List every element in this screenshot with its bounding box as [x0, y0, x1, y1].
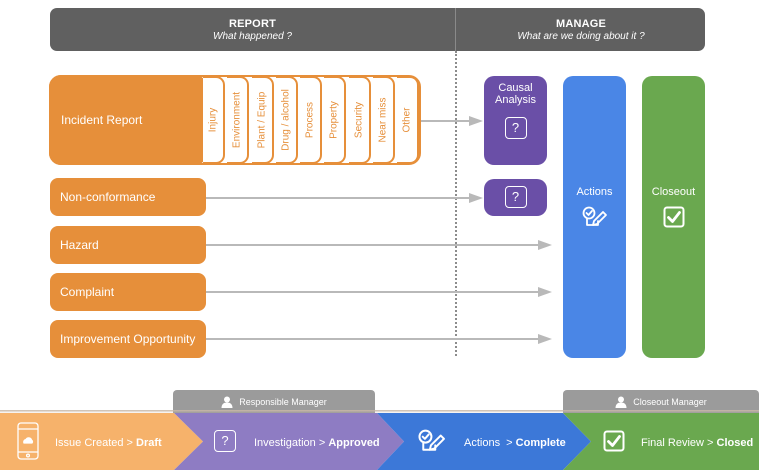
report-title: REPORT: [228, 18, 277, 30]
workflow-segment-approved: [174, 413, 404, 470]
step-label: Issue Created >: [55, 437, 137, 449]
workflow-segment-closed: [563, 413, 759, 470]
step-label: Actions >: [464, 437, 516, 449]
category-label: Near miss: [377, 97, 389, 143]
actions-edit-icon: [563, 206, 626, 233]
complaint-box[interactable]: Complaint: [50, 273, 206, 311]
mobile-cloud-icon: [17, 422, 39, 465]
actions-label: Actions: [576, 186, 613, 198]
manage-subtitle: What are we doing about it ?: [517, 31, 645, 42]
workflow-step-closed[interactable]: Final Review > Closed: [641, 437, 753, 449]
category-drug-alcohol[interactable]: Drug / alcohol: [275, 76, 298, 164]
arrow-head-icon: [538, 287, 552, 297]
status-label: Complete: [515, 437, 566, 449]
question-icon: ?: [214, 430, 236, 452]
arrow-head-icon: [538, 334, 552, 344]
workflow-segment-draft: [0, 413, 203, 470]
category-label: Process: [304, 101, 316, 139]
non-conformance-box[interactable]: Non-conformance: [50, 178, 206, 216]
responsible-manager-label: Responsible Manager: [239, 396, 327, 407]
closeout-manager-label: Closeout Manager: [633, 396, 707, 407]
actions-edit-icon: [416, 429, 448, 458]
workflow-step-complete[interactable]: Actions > Complete: [464, 437, 566, 449]
category-label: Plant / Equip: [256, 91, 268, 149]
manage-header: MANAGE What are we doing about it ?: [455, 8, 706, 51]
user-icon: [221, 396, 233, 408]
category-label: Injury: [207, 107, 219, 133]
improvement-opportunity-box[interactable]: Improvement Opportunity: [50, 320, 206, 358]
category-injury[interactable]: Injury: [203, 76, 225, 164]
category-label: Property: [328, 101, 340, 139]
report-manage-divider: [455, 51, 457, 356]
non-conformance-label: Non-conformance: [60, 190, 156, 204]
status-label: Draft: [136, 437, 162, 449]
user-icon: [615, 396, 627, 408]
workflow-segment-complete: [377, 413, 591, 470]
category-label: Drug / alcohol: [280, 89, 292, 151]
causal-analysis-line2: Analysis: [495, 94, 536, 106]
question-glyph: ?: [214, 430, 236, 452]
arrow-complaint-to-actions: [206, 291, 540, 293]
status-label: Closed: [716, 437, 754, 449]
closeout-label: Closeout: [651, 186, 696, 198]
category-other[interactable]: Other: [397, 76, 420, 164]
category-process[interactable]: Process: [300, 76, 323, 164]
category-label: Environment: [231, 91, 243, 149]
report-header: REPORT What happened ?: [50, 8, 455, 51]
arrow-head-icon: [538, 240, 552, 250]
nc-analysis-box[interactable]: ?: [484, 179, 547, 216]
category-property[interactable]: Property: [324, 76, 347, 164]
category-environment[interactable]: Environment: [227, 76, 250, 164]
manage-title: MANAGE: [555, 18, 607, 30]
causal-analysis-box[interactable]: Causal Analysis ?: [484, 76, 547, 165]
category-security[interactable]: Security: [348, 76, 371, 164]
workflow-step-draft[interactable]: Issue Created > Draft: [55, 437, 162, 449]
step-label: Final Review >: [641, 437, 717, 449]
responsible-manager-tab: Responsible Manager: [173, 390, 375, 413]
strip-shadow: [0, 410, 759, 413]
actions-column[interactable]: Actions: [563, 76, 626, 358]
category-plant-equip[interactable]: Plant / Equip: [251, 76, 274, 164]
hazard-label: Hazard: [60, 238, 99, 252]
improvement-opportunity-label: Improvement Opportunity: [60, 332, 196, 346]
complaint-label: Complaint: [60, 285, 115, 299]
report-subtitle: What happened ?: [213, 31, 292, 42]
incident-report-label: Incident Report: [61, 113, 143, 127]
category-label: Security: [353, 101, 365, 139]
hazard-box[interactable]: Hazard: [50, 226, 206, 264]
category-label: Other: [401, 107, 413, 133]
arrow-nc-to-analysis: [206, 197, 471, 199]
question-icon: ?: [504, 117, 527, 139]
checkbox-icon: [603, 430, 625, 457]
arrow-improvement-to-actions: [206, 338, 540, 340]
closeout-manager-tab: Closeout Manager: [563, 390, 759, 413]
arrow-hazard-to-actions: [206, 244, 540, 246]
incident-categories: Injury Environment Plant / Equip Drug / …: [203, 76, 422, 164]
status-label: Approved: [328, 437, 380, 449]
closeout-column[interactable]: Closeout: [642, 76, 705, 358]
checkbox-icon: [642, 206, 705, 233]
question-icon: ?: [504, 186, 527, 208]
incident-report-box[interactable]: Incident Report: [49, 75, 207, 165]
arrow-head-icon: [469, 116, 483, 126]
header-bar: REPORT What happened ? MANAGE What are w…: [50, 8, 705, 51]
arrow-head-icon: [469, 193, 483, 203]
arrow-incident-to-causal: [421, 120, 471, 122]
category-near-miss[interactable]: Near miss: [373, 76, 396, 164]
workflow-step-approved[interactable]: Investigation > Approved: [254, 437, 380, 449]
causal-analysis-line1: Causal: [498, 82, 533, 94]
step-label: Investigation >: [254, 437, 329, 449]
workflow-strip: [0, 413, 759, 470]
